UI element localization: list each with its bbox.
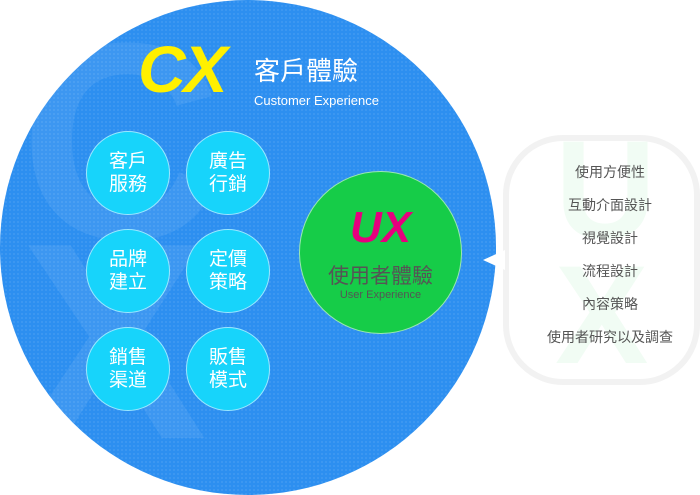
ux-item: 流程設計 <box>582 263 638 279</box>
item-line: 模式 <box>208 370 247 391</box>
item-line: 定價 <box>208 249 247 270</box>
ux-logo: UX <box>349 203 412 252</box>
item-line: 廣告 <box>208 151 247 172</box>
item-line: 建立 <box>108 272 147 293</box>
ux-item: 視覺設計 <box>582 230 638 246</box>
item-line: 行銷 <box>208 174 247 195</box>
ux-item-list: 使用方便性 互動介面設計 視覺設計 流程設計 內容策略 使用者研究以及調查 <box>520 160 700 358</box>
ux-item: 內容策略 <box>582 296 638 312</box>
cx-item-pricing: 定價策略 <box>186 229 270 313</box>
cx-item-sales-channel: 銷售渠道 <box>86 327 170 411</box>
cx-item-customer-service: 客戶服務 <box>86 131 170 215</box>
ux-item: 使用者研究以及調查 <box>547 329 673 345</box>
item-line: 策略 <box>208 272 247 293</box>
cx-item-advertising: 廣告行銷 <box>186 131 270 215</box>
ux-item: 互動介面設計 <box>568 197 652 213</box>
speech-tail <box>483 250 505 270</box>
cx-item-branding: 品牌建立 <box>86 229 170 313</box>
cx-logo: CX <box>138 32 228 106</box>
item-line: 品牌 <box>108 249 147 270</box>
ux-watermark-x: X <box>555 236 649 393</box>
item-line: 渠道 <box>108 370 147 391</box>
item-line: 服務 <box>108 174 147 195</box>
ux-detail-panel <box>503 135 700 385</box>
ux-title: 使用者體驗 <box>328 265 433 288</box>
cx-title: 客戶體驗 <box>254 56 359 86</box>
ux-circle: UX 使用者體驗 User Experience <box>299 171 462 334</box>
ux-item: 使用方便性 <box>575 164 645 180</box>
ux-watermark-u: U <box>555 111 657 268</box>
item-line: 銷售 <box>108 347 147 368</box>
cx-item-sales-model: 販售模式 <box>186 327 270 411</box>
item-line: 客戶 <box>108 151 147 172</box>
cx-subtitle: Customer Experience <box>254 93 379 108</box>
ux-subtitle: User Experience <box>339 289 422 301</box>
item-line: 販售 <box>208 347 247 368</box>
